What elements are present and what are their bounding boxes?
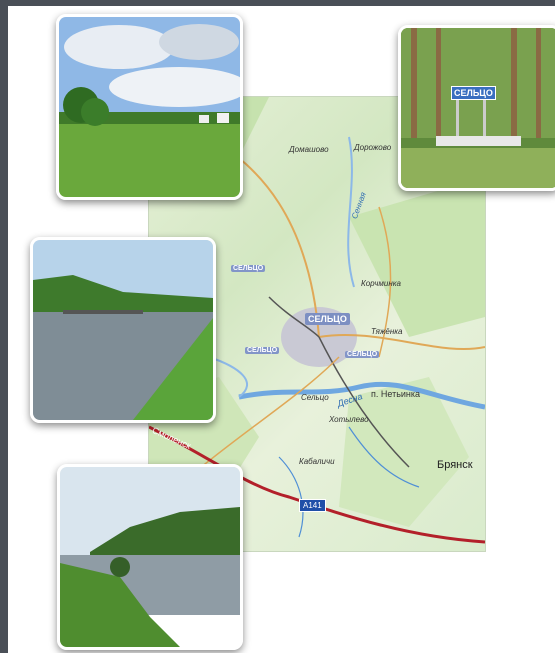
photo-wide-river <box>57 464 243 650</box>
photo-seltso-sign: СЕЛЬЦО <box>398 25 555 191</box>
highway-badge: A141 <box>299 499 326 512</box>
map-label-korchminka: Корчминка <box>361 279 401 288</box>
photo-river-bank <box>30 237 216 423</box>
map-label-netyinka: п. Нетьинка <box>371 389 421 399</box>
map-label-kabalichi: Кабаличи <box>299 457 335 466</box>
map-label-tyazhenka: Тяжёнка <box>371 327 403 336</box>
map-label-hotylevo: Хотылево <box>329 415 369 424</box>
seltso-sign-text: СЕЛЬЦО <box>451 86 496 100</box>
map-label-seltso-village: Сельцо <box>301 393 329 402</box>
map-label-seltso-right: СЕЛЬЦО <box>345 351 380 358</box>
map-label-seltso-main: СЕЛЬЦО <box>305 313 350 325</box>
map-label-seltso-left: СЕЛЬЦО <box>231 265 266 272</box>
map-label-bryansk: Брянск <box>437 459 473 471</box>
map-label-dorozhovo: Дорожово <box>354 143 392 152</box>
map-label-domashovo: Домашово <box>289 145 329 154</box>
photo-village-landscape <box>56 14 243 200</box>
map-label-seltso-mid: СЕЛЬЦО <box>245 347 280 354</box>
